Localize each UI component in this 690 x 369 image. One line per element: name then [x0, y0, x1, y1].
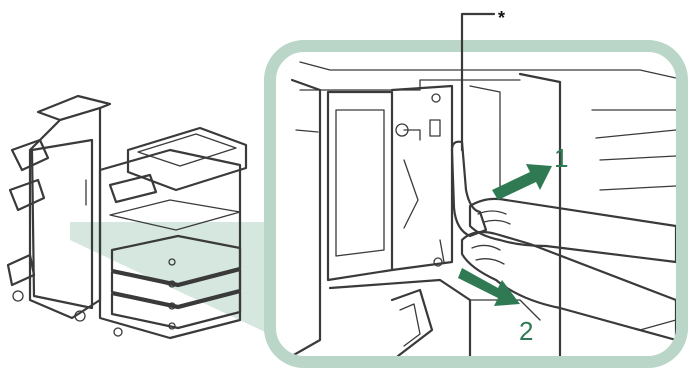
step-1-label: 1 [554, 143, 568, 173]
step-2-label: 2 [519, 316, 533, 346]
zoom-connector [70, 222, 282, 340]
callout-asterisk: * [498, 8, 505, 28]
closeup-illustration [270, 14, 682, 362]
